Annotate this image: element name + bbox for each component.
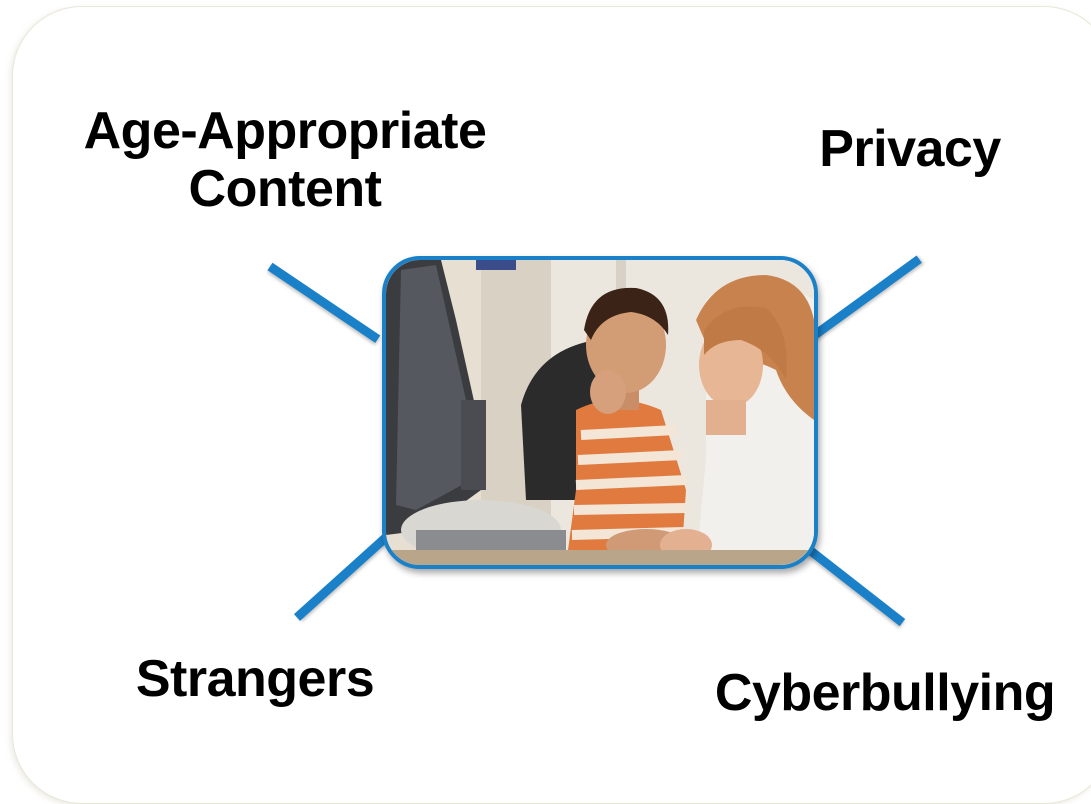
label-age-appropriate-line1: Age-Appropriate — [83, 102, 487, 160]
label-age-appropriate-content: Age-Appropriate Content — [40, 102, 530, 218]
label-strangers: Strangers — [135, 650, 375, 708]
label-privacy: Privacy — [819, 120, 1001, 178]
label-cyberbullying: Cyberbullying — [714, 664, 1056, 722]
label-age-appropriate-line2: Content — [188, 160, 382, 218]
photo-children-at-computer — [382, 256, 818, 569]
